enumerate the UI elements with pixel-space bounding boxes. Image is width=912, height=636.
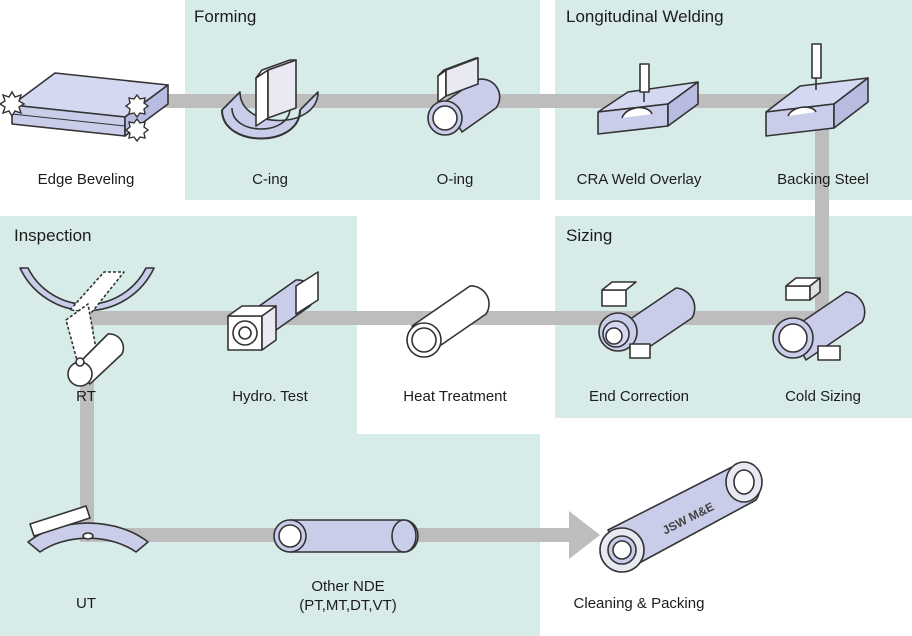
heat-treatment-label: Heat Treatment	[403, 388, 507, 405]
rt-inspection-icon	[19, 267, 155, 387]
ut-inspection-icon	[27, 505, 149, 553]
rt-label: RT	[76, 388, 96, 405]
backing-steel-icon	[765, 43, 869, 137]
hydro-test-label: Hydro. Test	[232, 388, 308, 405]
other-nde-label: Other NDE (PT,MT,DT,VT)	[299, 577, 397, 615]
cleaning-packing-label: Cleaning & Packing	[573, 595, 705, 612]
end-correction-icon	[598, 281, 696, 359]
end-correction-label: End Correction	[588, 388, 690, 405]
c-ing-label: C-ing	[252, 171, 288, 188]
other-nde-label-line1: Other NDE	[311, 578, 385, 595]
heat-treatment-pipe-icon	[406, 285, 490, 358]
sizing-panel-title: Sizing	[566, 226, 613, 245]
o-ing-press-icon	[427, 57, 501, 136]
ut-label: UT	[76, 595, 96, 612]
inspection-panel-title: Inspection	[14, 226, 92, 245]
backing-steel-label: Backing Steel	[777, 171, 869, 188]
longitudinal-welding-panel-title: Longitudinal Welding	[566, 7, 724, 26]
o-ing-label: O-ing	[436, 171, 474, 188]
cra-weld-overlay-label: CRA Weld Overlay	[576, 171, 702, 188]
cold-sizing-label: Cold Sizing	[785, 388, 861, 405]
hydro-test-icon	[227, 271, 319, 351]
forming-panel-title: Forming	[194, 7, 257, 26]
cra-weld-overlay-icon	[597, 63, 699, 135]
other-nde-pipe-icon	[273, 519, 419, 553]
c-ing-press-icon	[221, 59, 319, 140]
cleaning-packing-pipe-icon: JSW M&E	[599, 461, 763, 573]
beveling-tool-icons	[0, 90, 150, 143]
edge-beveling-label: Edge Beveling	[37, 171, 135, 188]
cold-sizing-icon	[772, 277, 866, 361]
other-nde-label-line2: (PT,MT,DT,VT)	[299, 597, 397, 614]
flow-arrow-head	[569, 511, 600, 559]
